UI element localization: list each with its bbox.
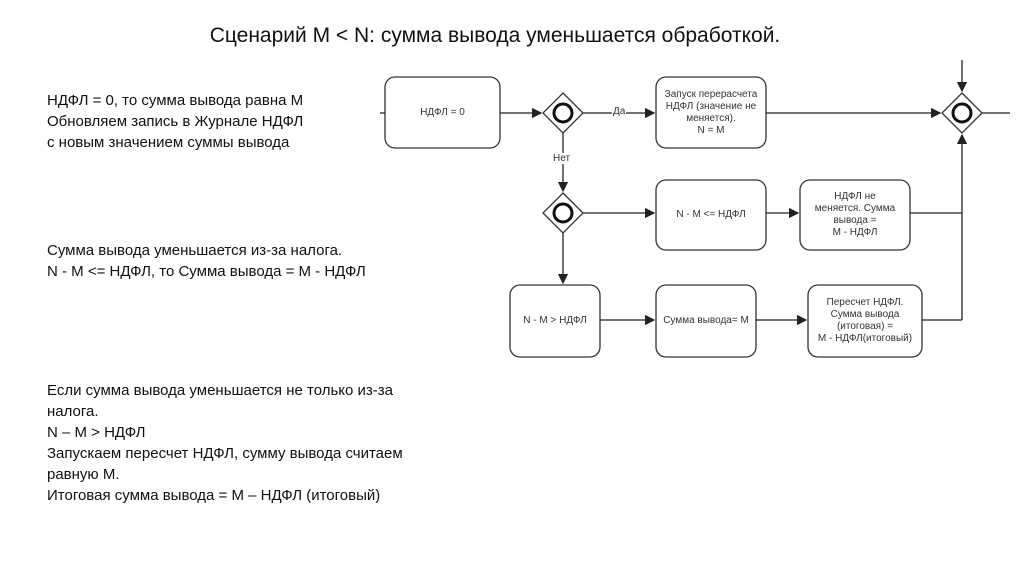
text-line: НДФЛ = 0, то сумма вывода равна M xyxy=(47,92,304,109)
text-line: Итоговая сумма вывода = M – НДФЛ (итогов… xyxy=(47,487,381,504)
box-recalc-start-text: Запуск перерасчета НДФЛ (значение не мен… xyxy=(656,77,766,148)
paragraph-tax-reduction: Сумма вывода уменьшается из-за налога. N… xyxy=(47,240,487,282)
box-le-ndfl xyxy=(655,179,767,251)
box-line: (итоговая) = xyxy=(836,321,894,332)
paragraph-ndfl-zero: НДФЛ = 0, то сумма вывода равна M Обновл… xyxy=(47,90,487,153)
box-line: меняется. Сумма xyxy=(814,203,896,214)
box-recalc xyxy=(807,284,923,358)
box-line: M - НДФЛ(итоговый) xyxy=(817,333,913,344)
gateway-merge xyxy=(941,92,983,134)
box-ndfl-unchanged xyxy=(799,179,911,251)
box-recalc-text: Пересчет НДФЛ. Сумма вывода (итоговая) =… xyxy=(808,285,922,357)
text-line: Сумма вывода уменьшается из-за налога. xyxy=(47,242,343,259)
gateway-ndfl-zero xyxy=(542,92,584,134)
text-line: налога. xyxy=(47,403,99,420)
box-ndfl-zero-text: НДФЛ = 0 xyxy=(420,106,465,118)
box-line: Запуск перерасчета xyxy=(664,88,758,100)
box-sum-eq-m xyxy=(655,284,757,358)
gateway-compare xyxy=(542,192,584,234)
text-line: Запускаем пересчет НДФЛ, сумму вывода сч… xyxy=(47,445,403,462)
text-line: Если сумма вывода уменьшается не только … xyxy=(47,382,394,399)
box-gt-ndfl-text: N - M > НДФЛ xyxy=(523,315,587,326)
box-line: N = M xyxy=(697,124,725,136)
box-sum-eq-m-text: Сумма вывода= M xyxy=(663,315,749,326)
box-line: вывода = xyxy=(833,215,877,226)
paragraph-recalc: Если сумма вывода уменьшается не только … xyxy=(47,380,487,506)
box-line: Сумма вывода xyxy=(830,309,900,320)
box-le-ndfl-text: N - M <= НДФЛ xyxy=(676,209,746,220)
text-line: Обновляем запись в Журнале НДФЛ xyxy=(47,113,304,130)
box-line: Пересчет НДФЛ. xyxy=(826,297,904,308)
box-line: меняется). xyxy=(686,112,736,124)
text-line: равную M. xyxy=(47,466,120,483)
box-line: НДФЛ (значение не xyxy=(665,100,757,112)
slide-title: Сценарий M < N: сумма вывода уменьшается… xyxy=(209,24,781,47)
box-gt-ndfl xyxy=(509,284,601,358)
boxes xyxy=(384,76,923,358)
box-line: M - НДФЛ xyxy=(832,227,878,238)
label-yes: Да xyxy=(612,106,627,117)
text-line: с новым значением суммы вывода xyxy=(47,134,290,151)
text-line: N - M <= НДФЛ, то Сумма вывода = M - НДФ… xyxy=(47,263,366,280)
label-no: Нет xyxy=(552,153,572,164)
text-line: N – M > НДФЛ xyxy=(47,424,146,441)
box-ndfl-unchanged-text: НДФЛ не меняется. Сумма вывода = M - НДФ… xyxy=(800,180,910,250)
box-line: НДФЛ не xyxy=(834,191,876,202)
